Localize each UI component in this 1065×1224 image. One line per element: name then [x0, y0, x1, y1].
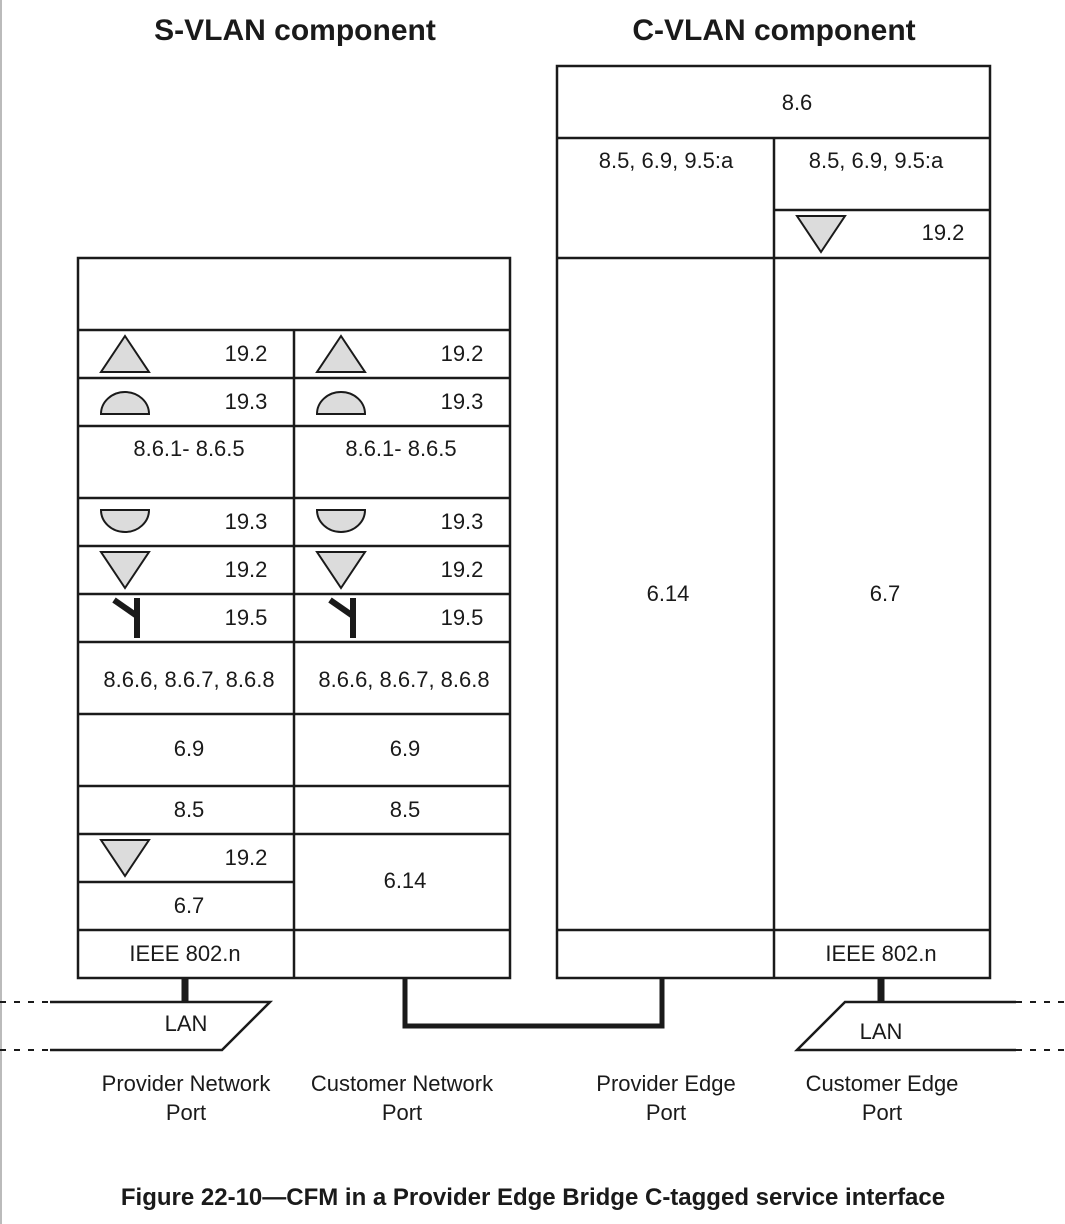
svlan-component: [76, 256, 512, 980]
cvlan-right-8-5-label: 8.5, 6.9, 9.5:a: [809, 148, 944, 173]
customer-edge-port-label-2: Port: [862, 1100, 902, 1125]
cvlan-left-8-5-label: 8.5, 6.9, 9.5:a: [599, 148, 734, 173]
svlan-left-19-2-label: 19.2: [225, 557, 268, 582]
up-mip-half-circle-icon: [315, 391, 367, 415]
svlan-right-19-3-label: 19.3: [441, 389, 484, 414]
right-lan-label: LAN: [860, 1019, 903, 1044]
up-mep-triangle-icon: [315, 334, 367, 373]
svlan-right-6-14-label: 6.14: [384, 868, 427, 893]
provider-network-port-label-2: Port: [166, 1100, 206, 1125]
linktrace-y-icon: [112, 597, 140, 638]
down-mep-triangle-icon: [99, 839, 151, 878]
svlan-right-8-6-6-label: 8.6.6, 8.6.7, 8.6.8: [318, 667, 489, 692]
svlan-left-8-6-6-label: 8.6.6, 8.6.7, 8.6.8: [103, 667, 274, 692]
svlan-left-19-3-label: 19.3: [225, 509, 268, 534]
cvlan-header: C-VLAN component: [632, 14, 915, 47]
svlan-left-19-3-label: 19.3: [225, 389, 268, 414]
down-mep-triangle-icon: [315, 551, 367, 590]
svlan-right-19-5-label: 19.5: [441, 605, 484, 630]
svlan-left-ieee-label: IEEE 802.n: [129, 941, 240, 966]
svlan-left-19-5-label: 19.5: [225, 605, 268, 630]
customer-network-port-label: Customer Network: [311, 1071, 494, 1096]
up-mip-half-circle-icon: [99, 391, 151, 415]
figure-caption: Figure 22-10—CFM in a Provider Edge Brid…: [121, 1184, 945, 1211]
down-mep-triangle-icon: [795, 215, 847, 254]
down-mip-half-circle-icon: [99, 509, 151, 533]
svlan-right-6-9-label: 6.9: [390, 736, 421, 761]
down-mip-half-circle-icon: [315, 509, 367, 533]
svlan-left-8-5-label: 8.5: [174, 797, 205, 822]
left-lan: [0, 978, 274, 1052]
left-lan-label: LAN: [165, 1011, 208, 1036]
cvlan-right-ieee-label: IEEE 802.n: [825, 941, 936, 966]
svlan-left-6-7-label: 6.7: [174, 893, 205, 918]
svlan-left-19-2-label: 19.2: [225, 845, 268, 870]
provider-edge-port-label: Provider Edge: [596, 1071, 735, 1096]
provider-network-port-label: Provider Network: [102, 1071, 272, 1096]
svlan-right-19-3-label: 19.3: [441, 509, 484, 534]
svlan-right-8-5-label: 8.5: [390, 797, 421, 822]
cvlan-left-6-14-label: 6.14: [647, 581, 690, 606]
cvlan-top-label: 8.6: [782, 90, 813, 115]
svlan-left-8-6-1-label: 8.6.1- 8.6.5: [133, 436, 244, 461]
svlan-right-8-6-1-label: 8.6.1- 8.6.5: [345, 436, 456, 461]
svlan-right-19-2-label: 19.2: [441, 557, 484, 582]
svlan-header: S-VLAN component: [154, 14, 436, 47]
right-lan: [793, 978, 1065, 1052]
up-mep-triangle-icon: [99, 334, 151, 373]
customer-edge-port-label: Customer Edge: [806, 1071, 959, 1096]
svlan-left-6-9-label: 6.9: [174, 736, 205, 761]
svlan-left-19-2-label: 19.2: [225, 341, 268, 366]
cvlan-component: [555, 64, 992, 980]
internal-link-line: [402, 978, 665, 1029]
customer-network-port-label-2: Port: [382, 1100, 422, 1125]
provider-edge-port-label-2: Port: [646, 1100, 686, 1125]
down-mep-triangle-icon: [99, 551, 151, 590]
svlan-right-19-2-label: 19.2: [441, 341, 484, 366]
cvlan-right-6-7-label: 6.7: [870, 581, 901, 606]
cvlan-right-19-2-label: 19.2: [922, 220, 965, 245]
linktrace-y-icon: [328, 597, 356, 638]
